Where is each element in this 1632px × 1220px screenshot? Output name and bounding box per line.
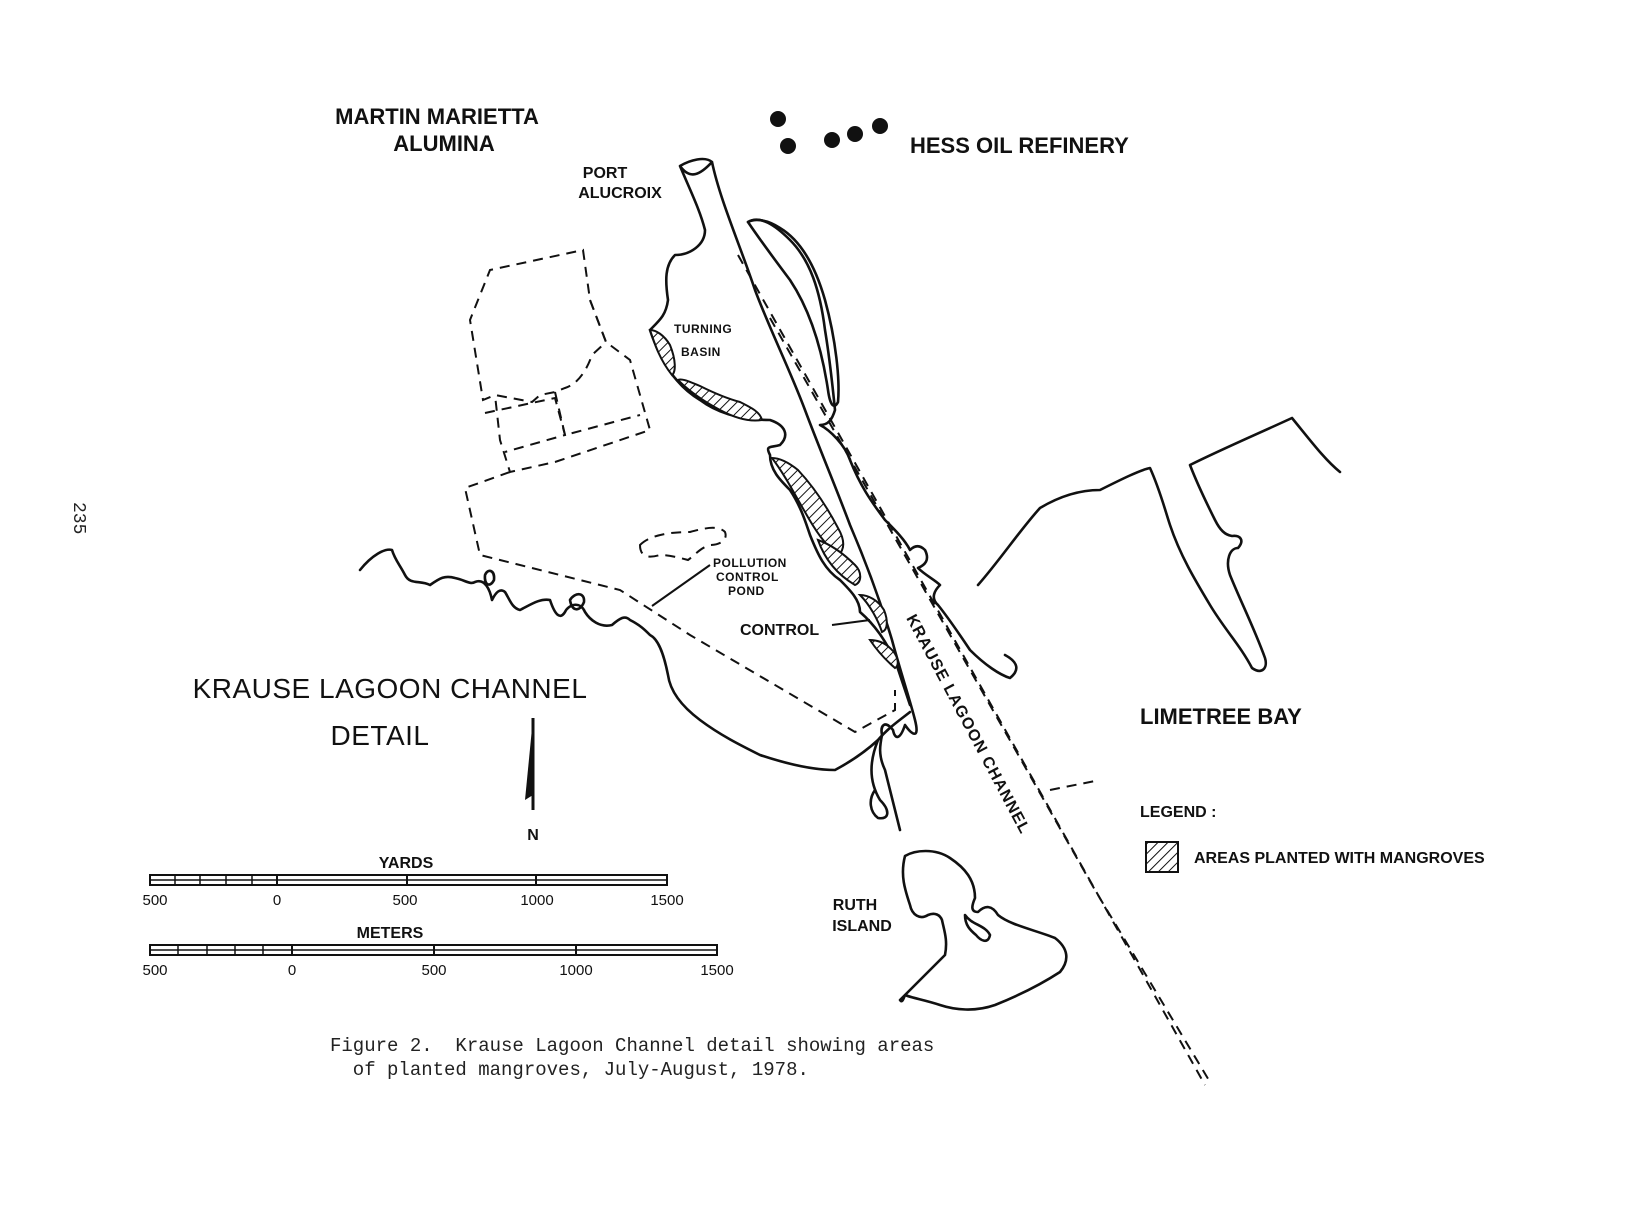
- property-boundary-west: [463, 471, 896, 734]
- south-shoreline: [358, 548, 912, 820]
- label-alumina: ALUMINA: [393, 131, 495, 156]
- label-martin-marietta: MARTIN MARIETTA: [335, 104, 539, 129]
- figure-caption-line2: of planted mangroves, July-August, 1978.: [330, 1059, 809, 1081]
- scale-meters-tick: 1500: [700, 962, 733, 979]
- scale-yards-tick: 500: [142, 892, 167, 909]
- mangrove-area-middle: [769, 456, 845, 557]
- pollution-pond-leader-line: [651, 564, 711, 607]
- mangrove-area-north: [676, 378, 764, 422]
- limetree-dock-outline: [976, 416, 1342, 673]
- scale-bar-meters: METERS 500 0 500 1000 1500: [142, 925, 733, 979]
- east-shoreline: [746, 218, 1018, 680]
- channel-edge-west: [737, 254, 1206, 1086]
- west-shoreline: [648, 157, 918, 832]
- property-boundary-divider-2: [554, 391, 641, 437]
- scale-meters-tick: 1000: [559, 962, 592, 979]
- label-hess-oil-refinery: HESS OIL REFINERY: [910, 133, 1129, 158]
- property-boundary-inner: [494, 299, 652, 474]
- label-island: ISLAND: [832, 918, 892, 935]
- label-basin: BASIN: [681, 345, 721, 359]
- label-port: PORT: [583, 165, 628, 182]
- channel-edge-east: [769, 317, 1211, 1083]
- legend-item-label: AREAS PLANTED WITH MANGROVES: [1194, 850, 1485, 867]
- map-title-line2: DETAIL: [331, 720, 430, 751]
- label-limetree-bay: LIMETREE BAY: [1140, 704, 1302, 729]
- pollution-control-pond: [638, 526, 727, 562]
- legend-title: LEGEND :: [1140, 804, 1216, 821]
- label-control-site: CONTROL: [740, 622, 819, 639]
- south-islet-1: [568, 592, 586, 611]
- mangrove-area-south-a: [816, 538, 862, 587]
- scale-yards-title: YARDS: [379, 855, 434, 872]
- south-islet-2: [483, 569, 496, 586]
- scale-meters-tick: 500: [142, 962, 167, 979]
- figure-caption-line1: Figure 2. Krause Lagoon Channel detail s…: [330, 1035, 935, 1057]
- property-boundary-east: [1049, 779, 1101, 791]
- label-turning: TURNING: [674, 322, 732, 336]
- scale-yards-tick: 1500: [650, 892, 683, 909]
- north-arrow: N: [525, 718, 539, 844]
- ruth-island: [898, 849, 1068, 1011]
- label-pond: POND: [728, 584, 765, 598]
- north-arrow-label: N: [527, 827, 539, 844]
- property-boundary-north: [468, 248, 608, 404]
- label-alucroix: ALUCROIX: [578, 185, 662, 202]
- scale-meters-tick: 0: [288, 962, 296, 979]
- scale-yards-tick: 0: [273, 892, 281, 909]
- control-leader-line: [831, 619, 871, 626]
- label-control-pond-line2: CONTROL: [716, 570, 779, 584]
- scale-yards-tick: 1000: [520, 892, 553, 909]
- mangrove-area-south-b: [857, 593, 888, 634]
- legend-hatch-swatch: [1145, 841, 1179, 873]
- ruth-island-inlet: [963, 913, 992, 943]
- scale-yards-tick: 500: [392, 892, 417, 909]
- scale-meters-tick: 500: [421, 962, 446, 979]
- mangrove-area-turning-basin: [648, 328, 676, 377]
- scale-bar-yards: YARDS 500 0 500 1000 1500: [142, 855, 683, 909]
- label-pollution: POLLUTION: [713, 556, 787, 570]
- figure-caption: Figure 2. Krause Lagoon Channel detail s…: [330, 1034, 934, 1082]
- scale-meters-title: METERS: [357, 925, 424, 942]
- east-spit: [746, 218, 840, 407]
- mangrove-area-south-c: [868, 638, 899, 670]
- refinery-tank-markers: [770, 111, 888, 154]
- map-title-line1: KRAUSE LAGOON CHANNEL: [193, 673, 588, 704]
- label-ruth: RUTH: [833, 897, 877, 914]
- legend: LEGEND : AREAS PLANTED WITH MANGROVES: [1140, 804, 1485, 873]
